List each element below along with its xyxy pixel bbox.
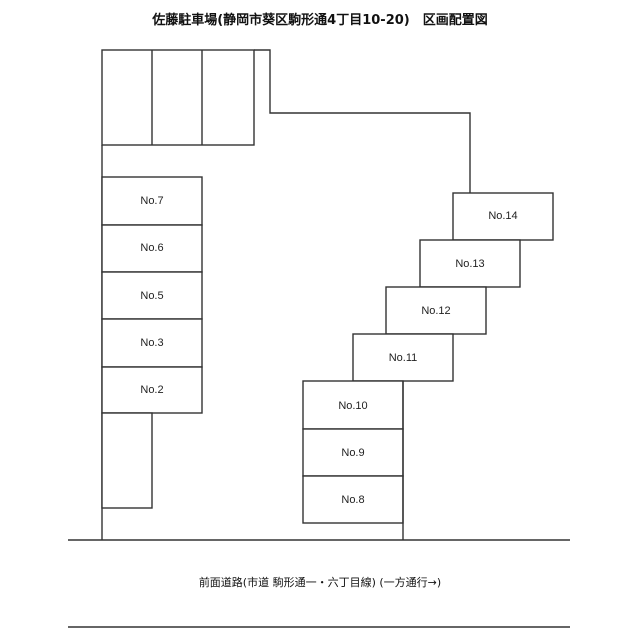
slot-label: No.7: [140, 195, 163, 207]
road-label: 前面道路(市道 駒形通一・六丁目線) (一方通行→): [198, 576, 442, 589]
page-title: 佐藤駐車場(静岡市葵区駒形通4丁目10-20) 区画配置図: [152, 13, 488, 28]
slot-label: No.13: [455, 258, 484, 270]
slot-no2[interactable]: No.2: [101, 366, 203, 414]
slot-label: No.12: [421, 305, 450, 317]
small-unlabeled-area: [101, 412, 153, 509]
slot-label: No.11: [389, 352, 418, 364]
slot-no10[interactable]: No.10: [302, 380, 404, 430]
slot-label: No.5: [140, 290, 163, 302]
slot-no8[interactable]: No.8: [302, 475, 404, 524]
slot-no13[interactable]: No.13: [419, 239, 521, 288]
slot-no5[interactable]: No.5: [101, 271, 203, 320]
top-block: [101, 49, 255, 146]
slot-label: No.3: [140, 337, 163, 349]
slot-label: No.8: [341, 494, 364, 506]
slot-no12[interactable]: No.12: [385, 286, 487, 335]
slot-no6[interactable]: No.6: [101, 224, 203, 273]
slot-no9[interactable]: No.9: [302, 428, 404, 477]
top-structure: [101, 49, 471, 193]
slot-label: No.9: [341, 447, 364, 459]
property-boundary-right: [254, 49, 471, 193]
slot-no7[interactable]: No.7: [101, 176, 203, 226]
slot-label: No.10: [338, 400, 367, 412]
slot-label: No.2: [140, 384, 163, 396]
slot-label: No.14: [488, 210, 517, 222]
slot-no3[interactable]: No.3: [101, 318, 203, 368]
slot-no14[interactable]: No.14: [452, 192, 554, 241]
slot-label: No.6: [140, 242, 163, 254]
slot-no11[interactable]: No.11: [352, 333, 454, 382]
